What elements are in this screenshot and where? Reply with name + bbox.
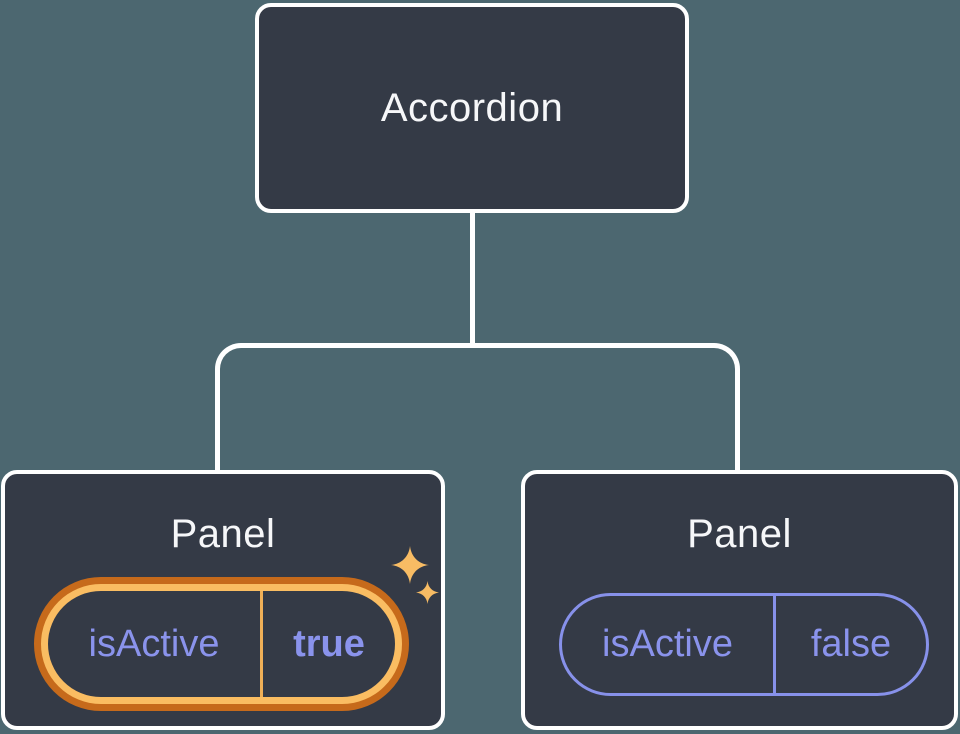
state-pill-inactive: isActive false	[559, 593, 929, 696]
state-pill-active-highlight-ring: isActive true	[34, 577, 409, 711]
state-value-label: true	[293, 622, 365, 665]
state-pill-active: isActive true	[48, 591, 395, 697]
state-key-label: isActive	[602, 623, 733, 665]
state-key-label: isActive	[88, 622, 220, 665]
state-value-label: false	[810, 623, 892, 665]
connector-branch-bracket	[215, 343, 740, 472]
state-pill-divider	[773, 596, 776, 693]
node-accordion: Accordion	[255, 3, 689, 213]
sparkle-icon	[416, 581, 439, 604]
node-accordion-label: Accordion	[380, 85, 564, 130]
node-panel-active-label: Panel	[170, 512, 276, 556]
connector-root-stem	[470, 212, 475, 344]
state-pill-active-highlight-ring-inner: isActive true	[41, 584, 402, 704]
node-panel-active: Panel isActive true	[1, 470, 445, 730]
node-panel-inactive: Panel isActive false	[521, 470, 958, 730]
state-pill-divider	[260, 591, 263, 697]
sparkle-icon	[391, 546, 429, 584]
node-panel-inactive-label: Panel	[687, 512, 792, 556]
